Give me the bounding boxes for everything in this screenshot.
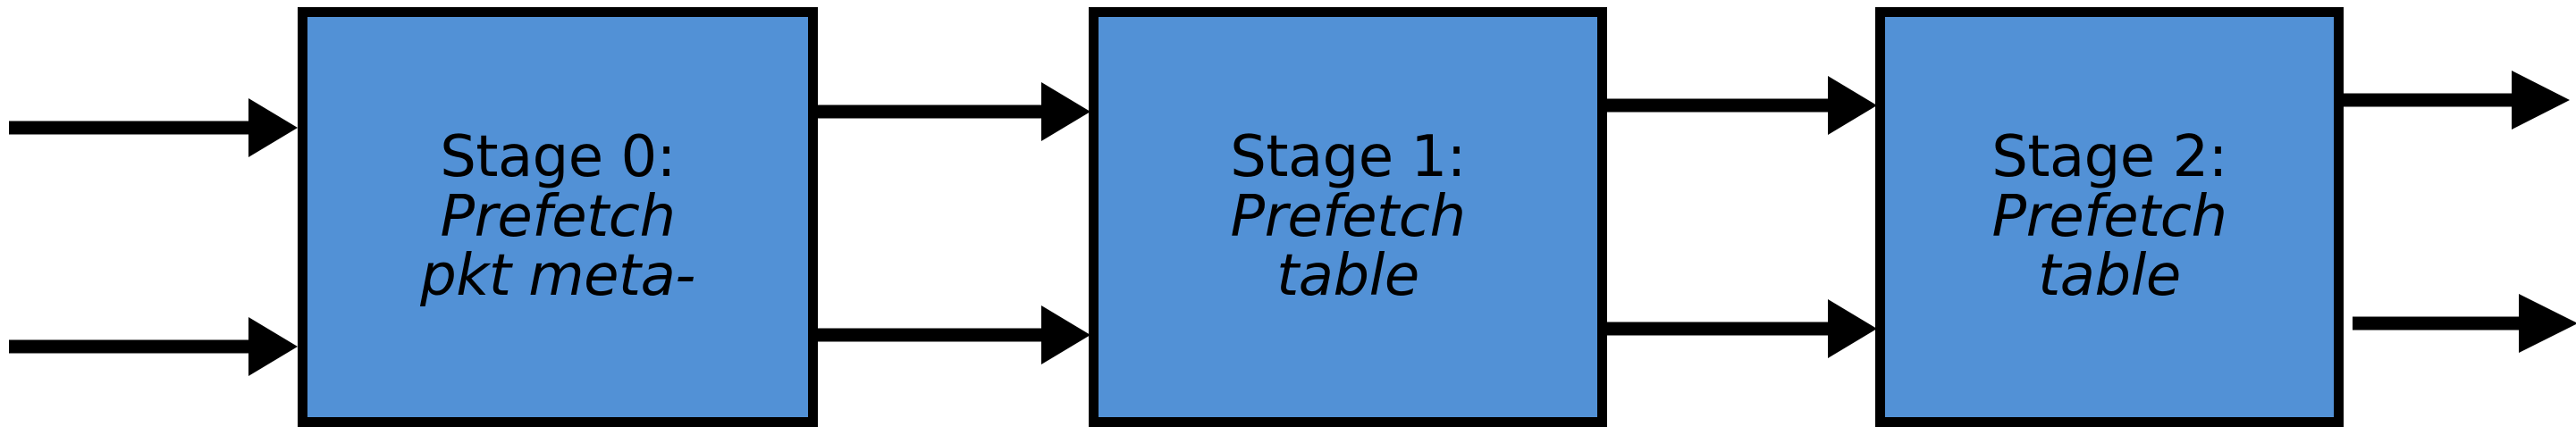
stage-2-box[interactable] xyxy=(1875,7,2344,427)
connector-stage0-stage1-top xyxy=(818,82,1090,141)
connector-stage0-stage1-bottom xyxy=(818,305,1090,364)
connector-out-top xyxy=(2344,71,2570,130)
connector-in-top xyxy=(9,98,298,157)
connector-stage1-stage2-top xyxy=(1607,76,1877,135)
stage-1-box[interactable] xyxy=(1089,7,1607,427)
stage-0-box[interactable] xyxy=(298,7,818,427)
connector-in-bottom xyxy=(9,317,298,376)
connector-stage1-stage2-bottom xyxy=(1607,299,1877,358)
connector-out-bottom xyxy=(2353,294,2576,353)
